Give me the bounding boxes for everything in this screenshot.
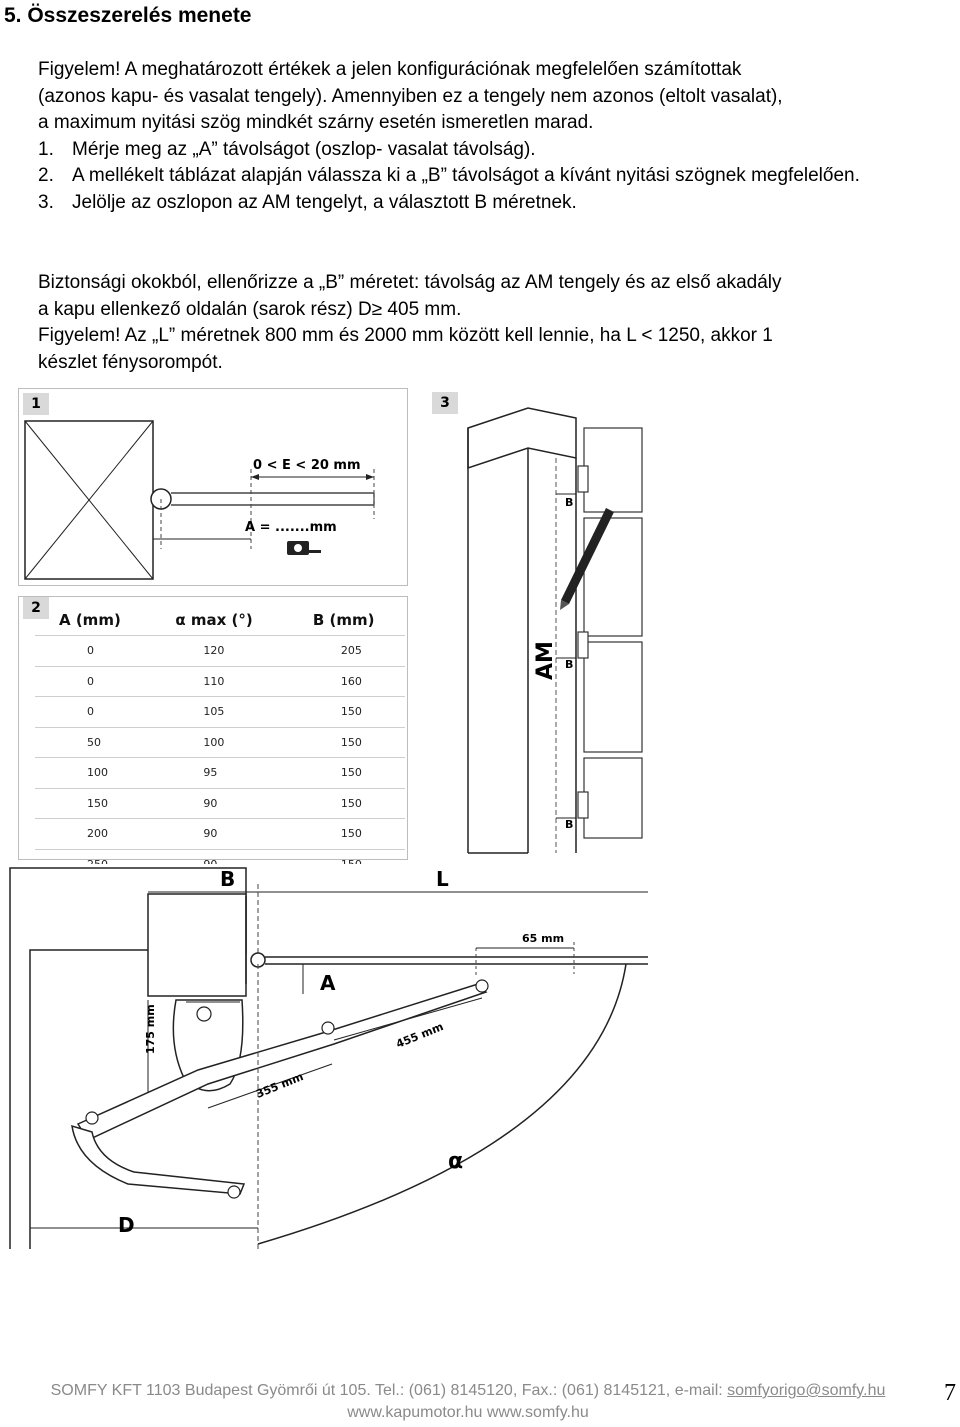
am-axis-label: AM bbox=[533, 641, 558, 680]
dim-355-line bbox=[207, 1063, 333, 1109]
panel-3-am-axis: 3 B B B AM bbox=[428, 388, 646, 858]
table-cell: 0 bbox=[35, 696, 152, 727]
dim-65-label: 65 mm bbox=[522, 932, 564, 945]
safety-block: Biztonsági okokból, ellenőrizze a „B” mé… bbox=[38, 270, 954, 376]
e-label: 0 < E < 20 mm bbox=[253, 458, 361, 473]
operator-arm bbox=[71, 979, 489, 1199]
intro-line: a maximum nyitási szög mindkét szárny es… bbox=[38, 112, 594, 133]
d-dimension-label: D bbox=[118, 1213, 135, 1237]
table-header: A (mm) bbox=[59, 611, 121, 629]
table-cell: 100 bbox=[35, 757, 152, 788]
b-mark-label: B bbox=[565, 818, 573, 831]
installation-diagram: B L 65 mm A 175 mm 455 mm 355 mm α D bbox=[8, 864, 658, 1249]
table-cell: 90 bbox=[151, 787, 289, 819]
footer: SOMFY KFT 1103 Budapest Gyömrői út 105. … bbox=[48, 1380, 888, 1424]
b-mark-label: B bbox=[565, 658, 573, 671]
b-mark-label: B bbox=[565, 496, 573, 509]
intro-block: Figyelem! A meghatározott értékek a jele… bbox=[38, 57, 954, 216]
step-item: 3. Jelölje az oszlopon az AM tengelyt, a… bbox=[38, 190, 954, 217]
arrowhead bbox=[251, 474, 259, 480]
section-heading: 5. Összeszerelés menete bbox=[4, 4, 252, 27]
step-text: Mérje meg az „A” távolságot (oszlop- vas… bbox=[72, 138, 536, 160]
table-cell: 105 bbox=[151, 696, 289, 727]
hinge-bracket bbox=[577, 791, 589, 819]
step-item: 1. Mérje meg az „A” távolságot (oszlop- … bbox=[38, 137, 954, 164]
table-cell: 90 bbox=[151, 818, 289, 849]
post-top bbox=[467, 407, 577, 470]
footer-web-line[interactable]: www.kapumotor.hu www.somfy.hu bbox=[347, 1404, 589, 1421]
step-text: A mellékelt táblázat alapján válassza ki… bbox=[72, 165, 860, 186]
step-number: 3. bbox=[38, 191, 54, 213]
alpha-angle-label: α bbox=[448, 1149, 463, 1174]
table-header: α max (°) bbox=[175, 611, 253, 629]
panel-1-number: 1 bbox=[23, 393, 49, 415]
table-cell: 50 bbox=[35, 726, 152, 758]
table-cell: 150 bbox=[288, 818, 405, 849]
footer-contact-text: SOMFY KFT 1103 Budapest Gyömrői út 105. … bbox=[50, 1382, 728, 1399]
table-cell: 150 bbox=[288, 696, 405, 727]
l-dimension-label: L bbox=[436, 867, 449, 891]
panel-3-drawing: B B B AM bbox=[467, 407, 643, 854]
gate-panel bbox=[583, 757, 643, 839]
table-cell: 150 bbox=[35, 787, 152, 819]
table-cell: 200 bbox=[35, 818, 152, 849]
table-cell: 150 bbox=[288, 726, 405, 758]
gate-panel bbox=[583, 641, 643, 753]
table-cell: 0 bbox=[35, 635, 152, 666]
step-text: Jelölje az oszlopon az AM tengelyt, a vá… bbox=[72, 191, 577, 213]
tape-measure-icon bbox=[287, 541, 321, 555]
page-number: 7 bbox=[944, 1380, 956, 1406]
hinge-bracket bbox=[577, 465, 589, 493]
a-dimension-label: A bbox=[320, 971, 336, 995]
dim-455-line bbox=[333, 997, 483, 1041]
table-cell: 160 bbox=[288, 665, 405, 697]
safety-line: a kapu ellenkező oldalán (sarok rész) D≥… bbox=[38, 298, 462, 320]
step-item: 2. A mellékelt táblázat alapján válassza… bbox=[38, 163, 954, 190]
table-cell: 110 bbox=[151, 665, 289, 697]
step-number: 2. bbox=[38, 165, 54, 186]
table-cell: 120 bbox=[151, 635, 289, 666]
step-number: 1. bbox=[38, 138, 54, 160]
table-header: B (mm) bbox=[312, 611, 375, 629]
footer-email-link[interactable]: somfyorigo@somfy.hu bbox=[727, 1382, 886, 1399]
intro-line: Figyelem! A meghatározott értékek a jele… bbox=[38, 59, 742, 80]
hinge-bracket bbox=[577, 631, 589, 659]
safety-line: Biztonsági okokból, ellenőrizze a „B” mé… bbox=[38, 272, 782, 293]
post-cross-line bbox=[24, 420, 154, 580]
panel-1-measure-a: 1 0 < E < 20 mm A = .......mm bbox=[18, 388, 408, 586]
table-header-row: A (mm) α max (°) B (mm) bbox=[35, 605, 405, 636]
opening-arc bbox=[257, 963, 627, 1245]
intro-line: (azonos kapu- és vasalat tengely). Amenn… bbox=[38, 85, 783, 107]
table-cell: 205 bbox=[288, 635, 405, 666]
safety-line: Figyelem! Az „L” méretnek 800 mm és 2000… bbox=[38, 325, 773, 346]
table-cell: 150 bbox=[288, 757, 405, 788]
table-cell: 150 bbox=[288, 787, 405, 819]
table-cell: 95 bbox=[151, 757, 289, 788]
pencil-icon bbox=[560, 508, 614, 610]
arrowhead bbox=[366, 474, 374, 480]
diagram-background bbox=[8, 864, 658, 1249]
table-cell: 0 bbox=[35, 665, 152, 697]
panel-2-number: 2 bbox=[23, 597, 49, 619]
dim-175-label: 175 mm bbox=[144, 1004, 157, 1054]
table-cell: 100 bbox=[151, 726, 289, 758]
b-dimension-label: B bbox=[220, 867, 235, 891]
footer-contact-line: SOMFY KFT 1103 Budapest Gyömrői út 105. … bbox=[48, 1380, 888, 1402]
a-label: A = .......mm bbox=[245, 520, 337, 535]
panel-3-number: 3 bbox=[432, 392, 458, 414]
panel-1-drawing: 0 < E < 20 mm A = .......mm bbox=[24, 420, 375, 580]
safety-line: készlet fénysorompót. bbox=[38, 351, 223, 373]
gate-panel bbox=[583, 427, 643, 513]
post-block bbox=[147, 893, 247, 997]
